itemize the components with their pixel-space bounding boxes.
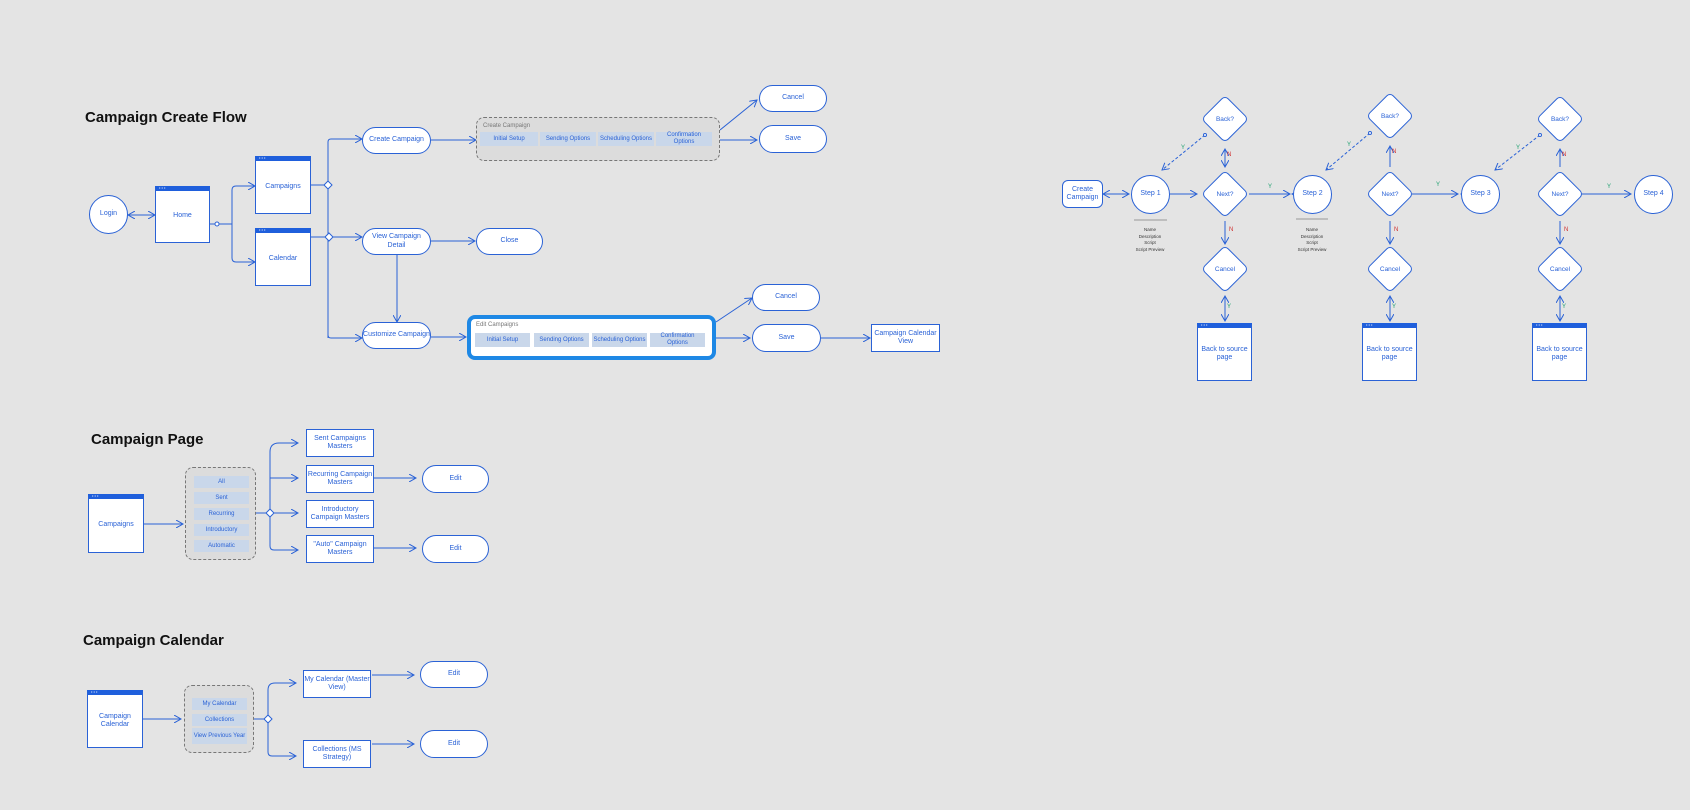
- step-2-note-script: Script: [1306, 240, 1318, 246]
- sent-campaigns-masters-node[interactable]: Sent Campaigns Masters: [306, 429, 374, 457]
- yes-label-cancel-3: Y: [1562, 304, 1567, 310]
- campaigns-node[interactable]: Campaigns: [255, 155, 311, 214]
- create-chip-scheduling-options[interactable]: Scheduling Options: [598, 132, 654, 146]
- step-1-note-script-preview: Script Preview: [1135, 246, 1165, 252]
- yes-label-back-1: Y: [1181, 145, 1186, 151]
- page-edit-1-node[interactable]: Edit: [422, 465, 489, 493]
- calendar-edit-1-node[interactable]: Edit: [420, 661, 488, 688]
- wizard-step-4[interactable]: Step 4: [1634, 175, 1673, 214]
- filter-all[interactable]: All: [194, 476, 249, 488]
- filter-introductory[interactable]: Introductory: [194, 524, 249, 536]
- view-campaign-detail-node[interactable]: View Campaign Detail: [362, 228, 431, 255]
- yes-label-cancel-2: Y: [1392, 304, 1397, 310]
- close-node[interactable]: Close: [476, 228, 543, 255]
- yes-label-back-2: Y: [1347, 142, 1352, 148]
- back-diamond-2-label: Back?: [1380, 112, 1400, 120]
- cancel-diamond-1-label: Cancel: [1214, 265, 1236, 273]
- recurring-campaign-masters-node[interactable]: Recurring Campaign Masters: [306, 465, 374, 493]
- create-chip-initial-setup[interactable]: Initial Setup: [480, 132, 538, 146]
- campaign-calendar-view-node[interactable]: Campaign Calendar View: [871, 324, 940, 352]
- auto-campaign-masters-node[interactable]: "Auto" Campaign Masters: [306, 535, 374, 563]
- no-label-back-2: N: [1392, 149, 1397, 155]
- next-diamond-2-label: Next?: [1381, 190, 1399, 198]
- cancel-diamond-2-label: Cancel: [1379, 265, 1401, 273]
- login-node[interactable]: Login: [89, 195, 128, 234]
- yes-label-next-2: Y: [1436, 182, 1441, 188]
- no-label-next-3: N: [1564, 227, 1569, 233]
- step-1-note-name: Name: [1143, 227, 1156, 232]
- my-calendar-node[interactable]: My Calendar (Master View): [303, 670, 371, 698]
- wizard-step-1[interactable]: Step 1: [1131, 175, 1170, 214]
- step-1-note-script: Script: [1144, 240, 1156, 246]
- edit-chip-sending-options[interactable]: Sending Options: [534, 333, 589, 347]
- calendar-filter-group: My Calendar Collections View Previous Ye…: [184, 685, 254, 753]
- edit-campaigns-group: Edit Campaigns Initial Setup Sending Opt…: [467, 315, 716, 360]
- back-to-source-1[interactable]: Back to source page: [1197, 322, 1252, 381]
- step-1-note-description: Description: [1138, 233, 1162, 239]
- step-2-note-name: Name: [1305, 227, 1318, 232]
- wizard-step-2[interactable]: Step 2: [1293, 175, 1332, 214]
- no-label-back-1: N: [1227, 152, 1232, 158]
- no-label-back-3: N: [1562, 152, 1567, 158]
- back-to-source-3[interactable]: Back to source page: [1532, 322, 1587, 381]
- calendar-filter-my-calendar[interactable]: My Calendar: [192, 698, 247, 710]
- introductory-campaign-masters-node[interactable]: Introductory Campaign Masters: [306, 500, 374, 528]
- back-diamond-3-label: Back?: [1550, 115, 1570, 123]
- customize-campaign-node[interactable]: Customize Campaign: [362, 322, 431, 349]
- page-filter-group: All Sent Recurring Introductory Automati…: [185, 467, 256, 560]
- page-edit-2-node[interactable]: Edit: [422, 535, 489, 563]
- next-diamond-1-label: Next?: [1216, 190, 1234, 198]
- back-to-source-2[interactable]: Back to source page: [1362, 322, 1417, 381]
- filter-automatic[interactable]: Automatic: [194, 540, 249, 552]
- edit-chip-confirmation-options[interactable]: Confirmation Options: [650, 333, 705, 347]
- create-campaign-group: Create Campaign Initial Setup Sending Op…: [476, 117, 720, 161]
- save-edit-node[interactable]: Save: [752, 324, 821, 352]
- next-diamond-3-label: Next?: [1551, 190, 1569, 198]
- edit-chip-scheduling-options[interactable]: Scheduling Options: [592, 333, 647, 347]
- create-campaign-node[interactable]: Create Campaign: [362, 127, 431, 154]
- cancel-diamond-3-label: Cancel: [1549, 265, 1571, 273]
- calendar-source-node[interactable]: Campaign Calendar: [87, 689, 143, 748]
- yes-label-back-3: Y: [1516, 145, 1521, 151]
- no-label-next-2: N: [1394, 227, 1399, 233]
- edit-campaigns-group-title: Edit Campaigns: [476, 322, 519, 328]
- title-campaign-page: Campaign Page: [91, 431, 204, 448]
- create-chip-sending-options[interactable]: Sending Options: [540, 132, 596, 146]
- title-campaign-calendar: Campaign Calendar: [83, 632, 224, 649]
- calendar-edit-2-node[interactable]: Edit: [420, 730, 488, 758]
- step-2-notes: Name Description Script Script Preview: [1287, 227, 1337, 253]
- edit-chip-initial-setup[interactable]: Initial Setup: [475, 333, 530, 347]
- title-campaign-create-flow: Campaign Create Flow: [85, 109, 247, 126]
- cancel-top-node[interactable]: Cancel: [759, 85, 827, 112]
- yes-label-cancel-1: Y: [1227, 304, 1232, 310]
- collections-node[interactable]: Collections (MS Strategy): [303, 740, 371, 768]
- step-2-note-description: Description: [1300, 233, 1324, 239]
- step-2-note-script-preview: Script Preview: [1297, 246, 1327, 252]
- create-chip-confirmation-options[interactable]: Confirmation Options: [656, 132, 712, 146]
- save-top-node[interactable]: Save: [759, 125, 827, 153]
- calendar-filter-collections[interactable]: Collections: [192, 714, 247, 726]
- wizard-create-campaign-node[interactable]: Create Campaign: [1062, 180, 1103, 208]
- no-label-next-1: N: [1229, 227, 1234, 233]
- home-node[interactable]: Home: [155, 185, 210, 243]
- back-diamond-1-label: Back?: [1215, 115, 1235, 123]
- create-campaign-group-title: Create Campaign: [483, 123, 531, 129]
- calendar-filter-previous-year[interactable]: View Previous Year: [192, 728, 247, 744]
- cancel-edit-node[interactable]: Cancel: [752, 284, 820, 311]
- calendar-node[interactable]: Calendar: [255, 227, 311, 286]
- filter-recurring[interactable]: Recurring: [194, 508, 249, 520]
- step-1-notes: Name Description Script Script Preview: [1125, 227, 1175, 253]
- yes-label-next-3: Y: [1607, 184, 1612, 190]
- wizard-step-3[interactable]: Step 3: [1461, 175, 1500, 214]
- page-campaigns-node[interactable]: Campaigns: [88, 493, 144, 553]
- yes-label-next-1: Y: [1268, 184, 1273, 190]
- filter-sent[interactable]: Sent: [194, 492, 249, 504]
